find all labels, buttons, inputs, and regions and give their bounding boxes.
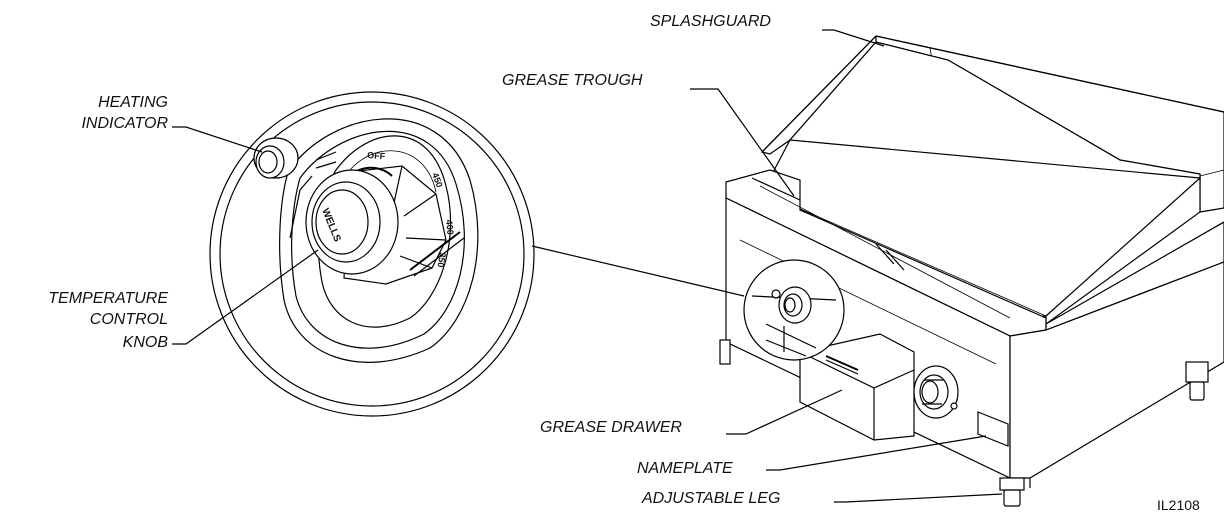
svg-text:INDICATOR: INDICATOR: [81, 115, 168, 132]
magnified-detail: OFF 450 400 350 WELLS: [209, 91, 535, 417]
label-temperature-control-knob: TEMPERATURE CONTROL KNOB: [48, 249, 319, 351]
label-grease-drawer: GREASE DRAWER: [540, 389, 843, 436]
grease-drawer: [799, 333, 915, 441]
temperature-knob-face: WELLS: [305, 169, 399, 275]
label-heating-indicator: HEATING INDICATOR: [81, 94, 263, 153]
detail-marker-circle: [743, 259, 845, 361]
dial-off-label: OFF: [367, 150, 386, 161]
legs: [719, 339, 1209, 507]
svg-text:ADJUSTABLE LEG: ADJUSTABLE LEG: [641, 490, 780, 507]
figure-id: IL2108: [1157, 497, 1200, 513]
svg-text:GREASE TROUGH: GREASE TROUGH: [502, 72, 643, 89]
magnify-leader-line: [531, 245, 745, 297]
label-nameplate: NAMEPLATE: [637, 435, 987, 477]
dial-450-label: 450: [430, 171, 445, 189]
label-splashguard: SPLASHGUARD: [650, 13, 885, 47]
svg-text:CONTROL: CONTROL: [90, 311, 168, 328]
label-adjustable-leg: ADJUSTABLE LEG: [641, 490, 1003, 507]
svg-text:SPLASHGUARD: SPLASHGUARD: [650, 13, 771, 30]
svg-text:NAMEPLATE: NAMEPLATE: [637, 460, 733, 477]
nameplate-plate: [977, 411, 1009, 447]
svg-text:HEATING: HEATING: [98, 94, 168, 111]
dial-400-label: 400: [444, 219, 456, 235]
label-grease-trough: GREASE TROUGH: [502, 72, 795, 197]
svg-text:KNOB: KNOB: [123, 334, 169, 351]
panel-knob: [913, 365, 959, 419]
svg-text:TEMPERATURE: TEMPERATURE: [48, 290, 168, 307]
griddle: [719, 35, 1224, 507]
svg-text:GREASE DRAWER: GREASE DRAWER: [540, 419, 682, 436]
heating-indicator-lamp: [253, 137, 299, 179]
